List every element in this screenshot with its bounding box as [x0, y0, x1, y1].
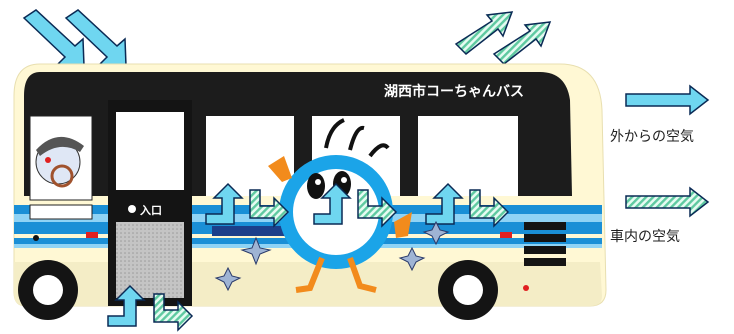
legend-label-inside-air: 車内の空気	[610, 229, 680, 245]
outside-air-arrow-icon	[22, 9, 85, 67]
outside-air-arrow-icon	[107, 284, 146, 327]
outside-air-arrow-icon	[205, 182, 244, 225]
window	[418, 116, 518, 196]
front-wheel	[438, 260, 498, 320]
inside-air-arrow-icon	[492, 21, 552, 65]
outside-air-arrow-icon	[313, 182, 352, 225]
window	[206, 116, 294, 196]
rear-wheel	[18, 260, 78, 320]
sparkle-icon	[214, 220, 450, 292]
inside-air-arrow-icon	[249, 189, 290, 228]
outside-air-arrow-icon	[425, 182, 464, 225]
inside-air-arrow-icon	[469, 189, 510, 228]
outside-air-arrow-icon	[625, 84, 710, 116]
bus-banner: 湖西市コーちゃんバス	[384, 83, 524, 100]
side-sign	[212, 226, 292, 236]
outside-air-arrow-icon	[64, 9, 127, 67]
driver-mascot-icon	[35, 136, 84, 188]
inside-air-arrow-icon	[357, 189, 398, 228]
front-grille	[524, 222, 566, 266]
legend-label-outside-air: 外からの空気	[610, 129, 694, 145]
door-label: 入口	[140, 204, 162, 217]
inside-air-arrow-icon	[625, 186, 710, 218]
inside-air-arrow-icon	[454, 11, 514, 55]
inside-air-arrow-icon	[153, 293, 194, 332]
bus-door	[108, 100, 192, 306]
